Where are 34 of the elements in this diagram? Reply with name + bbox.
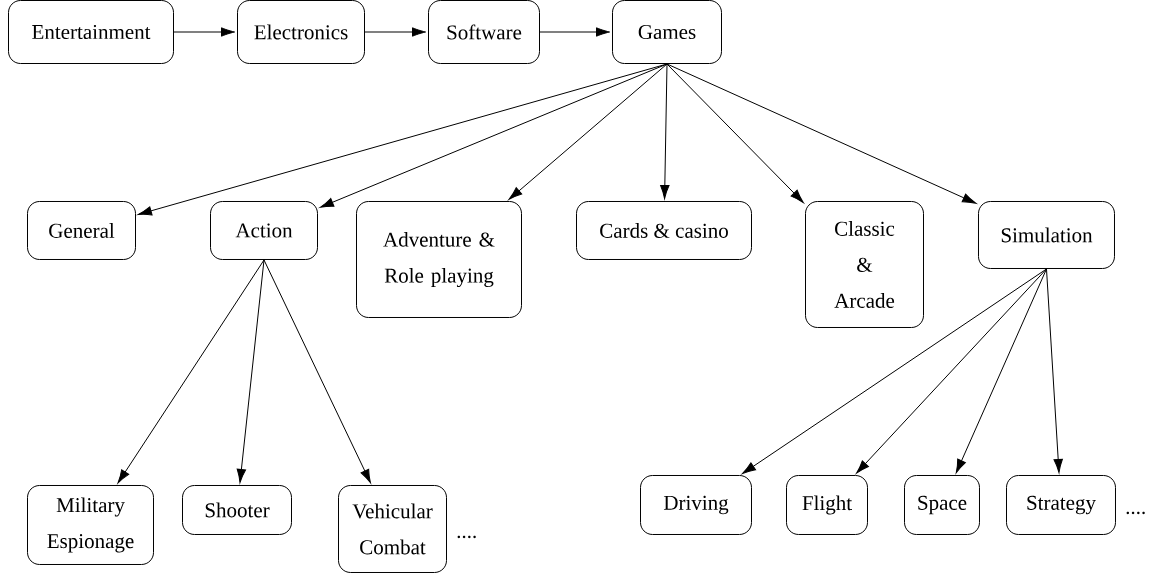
category-box: Action <box>210 201 318 260</box>
category-box: Games <box>612 0 722 64</box>
arrow <box>117 259 265 484</box>
category-box: Classic & Arcade <box>805 201 924 328</box>
category-box: Entertainment <box>8 0 174 64</box>
arrow <box>236 259 265 484</box>
category-box: Electronics <box>237 0 365 64</box>
category-box: General <box>27 201 136 260</box>
arrow <box>660 63 670 200</box>
category-box: Adventure & Role playing <box>356 201 522 318</box>
arrow <box>539 27 611 37</box>
category-box: Cards & casino <box>576 201 752 260</box>
category-box: Software <box>428 0 540 64</box>
category-box: Military Espionage <box>27 485 154 565</box>
ellipsis-text: .... <box>457 535 476 539</box>
category-box: Space <box>904 475 980 535</box>
category-box: Shooter <box>182 485 292 535</box>
arrow <box>319 63 668 208</box>
category-box: Driving <box>640 475 752 535</box>
category-box: Vehicular Combat <box>338 485 447 573</box>
arrow <box>742 268 1047 475</box>
category-box: Strategy <box>1006 475 1116 535</box>
arrow <box>666 63 977 204</box>
arrow <box>508 63 668 200</box>
arrow <box>955 268 1047 474</box>
ellipsis-text: .... <box>1126 511 1145 515</box>
arrow <box>1046 268 1063 474</box>
category-box: Simulation <box>978 201 1115 269</box>
arrow <box>173 27 236 37</box>
category-box: Flight <box>786 475 868 535</box>
arrow <box>263 259 371 484</box>
arrow <box>856 268 1047 474</box>
arrow <box>364 27 427 37</box>
arrow <box>666 63 804 203</box>
